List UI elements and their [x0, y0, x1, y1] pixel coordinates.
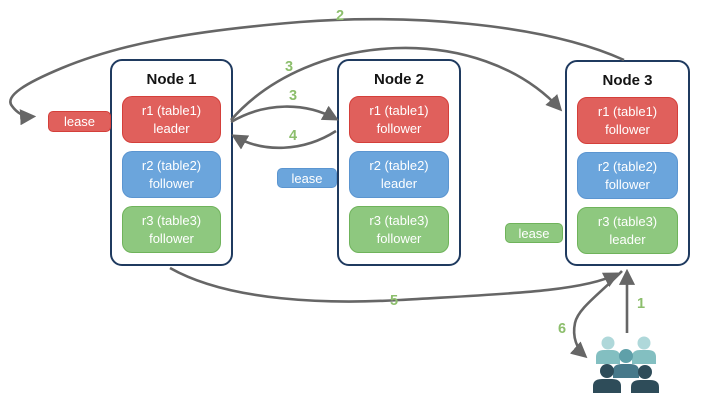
replica-role: follower: [149, 175, 194, 191]
node-2-replica-r1: r1 (table1) follower: [349, 96, 449, 143]
replica-role: leader: [380, 175, 418, 191]
replica-name: r3 (table3): [369, 213, 429, 229]
lease-tag-red: lease: [48, 111, 111, 132]
lease-tag-blue: lease: [277, 168, 337, 188]
arrow-step2: [9, 17, 625, 126]
arrow-step3-to-node2: [230, 105, 339, 124]
replica-role: leader: [609, 231, 646, 247]
replica-name: r1 (table1): [141, 103, 202, 119]
users-icon: [593, 336, 659, 393]
replica-role: follower: [376, 120, 422, 136]
node-2-title: Node 2: [373, 71, 424, 88]
replica-name: r2 (table2): [369, 158, 429, 174]
step-label-1: 1: [636, 296, 646, 312]
replica-role: follower: [376, 230, 422, 246]
replica-role: follower: [605, 121, 650, 137]
replica-name: r2 (table2): [141, 158, 202, 174]
step-label-6: 6: [557, 321, 567, 337]
node-2-replica-r3: r3 (table3) follower: [349, 206, 449, 253]
step-label-3a: 3: [284, 59, 294, 75]
replica-name: r1 (table1): [597, 104, 658, 120]
replica-name: r3 (table3): [597, 214, 658, 230]
node-1: Node 1 r1 (table1) leader r2 (table2) fo…: [110, 59, 233, 266]
step-label-2: 2: [335, 8, 345, 24]
node-2-replica-r2: r2 (table2) leader: [349, 151, 449, 198]
node-1-replica-r2: r2 (table2) follower: [122, 151, 221, 198]
lease-tag-green: lease: [505, 223, 563, 243]
arrow-step6-response: [569, 270, 623, 359]
node-1-title: Node 1: [146, 71, 197, 88]
arrow-step4-ack: [231, 129, 337, 150]
node-3-replica-r2: r2 (table2) follower: [577, 152, 678, 199]
node-3-replica-r3: r3 (table3) leader: [577, 207, 678, 254]
node-1-replica-r1: r1 (table1) leader: [122, 96, 221, 143]
step-label-3b: 3: [288, 88, 298, 104]
node-2: Node 2 r1 (table1) follower r2 (table2) …: [337, 59, 461, 266]
replica-name: r1 (table1): [369, 103, 429, 119]
step-label-4: 4: [288, 128, 298, 144]
replica-role: leader: [153, 120, 190, 136]
node-3-replica-r1: r1 (table1) follower: [577, 97, 678, 144]
node-3: Node 3 r1 (table1) follower r2 (table2) …: [565, 60, 690, 266]
replica-role: follower: [149, 230, 194, 246]
node-1-replica-r3: r3 (table3) follower: [122, 206, 221, 253]
node-3-title: Node 3: [602, 72, 653, 89]
replica-name: r2 (table2): [597, 159, 658, 175]
replica-role: follower: [605, 176, 650, 192]
step-label-5: 5: [389, 293, 399, 309]
replica-name: r3 (table3): [141, 213, 202, 229]
